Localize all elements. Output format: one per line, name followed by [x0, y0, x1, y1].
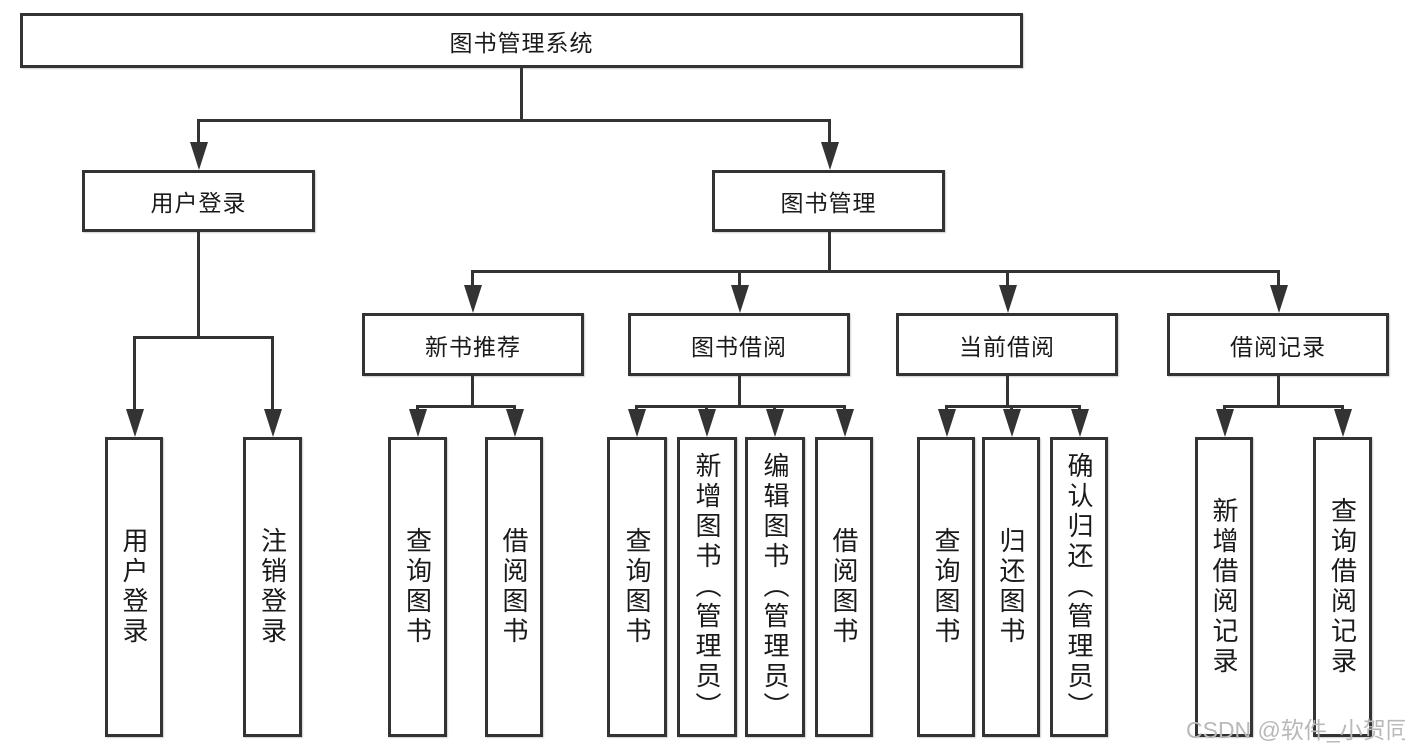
leaf-currentborrow-return-book: 归还图书	[982, 437, 1040, 737]
leaf-currentborrow-confirm-return-admin: 确认归还（管理员）	[1050, 437, 1108, 737]
connector-arrow-stem	[271, 336, 274, 412]
arrow-down-icon	[264, 409, 282, 437]
arrow-down-icon	[409, 409, 427, 437]
leaf-bookborrow-add-book-admin: 新增图书（管理员）	[677, 437, 737, 737]
arrow-down-icon	[628, 409, 646, 437]
connector-root-stem	[520, 68, 523, 120]
arrow-down-icon	[126, 409, 144, 437]
leaf-logout-label: 注销登录	[257, 527, 288, 647]
node-new-book-recommend: 新书推荐	[362, 313, 584, 376]
node-book-management: 图书管理	[712, 170, 945, 232]
node-root: 图书管理系统	[20, 13, 1023, 68]
leaf-logout: 注销登录	[243, 437, 302, 737]
leaf-bookborrow-borrow-book-label: 借阅图书	[829, 527, 859, 647]
leaf-newbook-borrow-book-label: 借阅图书	[499, 527, 529, 647]
arrow-down-icon	[1334, 409, 1352, 437]
connector-userlogin-stem	[197, 232, 200, 338]
connector-borrowrecord-stem	[1277, 376, 1280, 407]
leaf-newbook-query-book-label: 查询图书	[402, 527, 433, 647]
leaf-newbook-query-book: 查询图书	[388, 437, 447, 737]
connector-level2-rail	[197, 119, 831, 122]
arrow-down-icon	[1003, 409, 1021, 437]
arrow-down-icon	[999, 285, 1017, 313]
connector-arrow-stem	[828, 119, 831, 144]
arrow-down-icon	[766, 409, 784, 437]
connector-userlogin-rail	[133, 336, 274, 339]
arrow-down-icon	[464, 285, 482, 313]
leaf-user-login-label: 用户登录	[119, 527, 149, 647]
node-book-borrow-label: 图书借阅	[691, 333, 787, 360]
leaf-record-add-borrow-record-label: 新增借阅记录	[1209, 497, 1239, 677]
connector-borrowrecord-rail	[1223, 405, 1344, 408]
connector-currentborrow-rail	[945, 405, 1081, 408]
connector-arrow-stem	[738, 270, 741, 288]
arrow-down-icon	[731, 285, 749, 313]
connector-bookborrow-stem	[738, 376, 741, 407]
leaf-currentborrow-query-book-label: 查询图书	[931, 527, 961, 647]
arrow-down-icon	[506, 409, 524, 437]
node-user-login: 用户登录	[82, 170, 315, 232]
leaf-bookborrow-add-book-admin-label: 新增图书（管理员）	[692, 452, 722, 722]
connector-arrow-stem	[1006, 270, 1009, 288]
leaf-currentborrow-confirm-return-admin-label: 确认归还（管理员）	[1064, 452, 1094, 722]
connector-bookmgmt-stem	[828, 232, 831, 272]
node-current-borrow: 当前借阅	[896, 313, 1118, 376]
arrow-down-icon	[190, 142, 208, 170]
leaf-bookborrow-query-book-label: 查询图书	[622, 527, 652, 647]
connector-newbook-stem	[471, 376, 474, 407]
leaf-bookborrow-query-book: 查询图书	[607, 437, 667, 737]
connector-level3-rail	[471, 270, 1280, 273]
node-new-book-recommend-label: 新书推荐	[425, 333, 521, 360]
leaf-newbook-borrow-book: 借阅图书	[485, 437, 543, 737]
arrow-down-icon	[698, 409, 716, 437]
connector-arrow-stem	[197, 119, 200, 144]
arrow-down-icon	[1270, 285, 1288, 313]
leaf-bookborrow-edit-book-admin: 编辑图书（管理员）	[745, 437, 805, 737]
arrow-down-icon	[938, 409, 956, 437]
leaf-record-query-borrow-record-label: 查询借阅记录	[1327, 497, 1358, 677]
node-book-management-label: 图书管理	[780, 190, 877, 216]
arrow-down-icon	[1071, 409, 1089, 437]
node-borrow-record: 借阅记录	[1167, 313, 1389, 376]
leaf-currentborrow-query-book: 查询图书	[917, 437, 975, 737]
arrow-down-icon	[1216, 409, 1234, 437]
leaf-record-query-borrow-record: 查询借阅记录	[1313, 437, 1372, 737]
leaf-user-login: 用户登录	[105, 437, 163, 737]
connector-bookborrow-rail	[635, 405, 846, 408]
node-book-borrow: 图书借阅	[628, 313, 850, 376]
leaf-record-add-borrow-record: 新增借阅记录	[1195, 437, 1253, 737]
node-borrow-record-label: 借阅记录	[1230, 333, 1326, 360]
leaf-bookborrow-edit-book-admin-label: 编辑图书（管理员）	[760, 452, 790, 722]
leaf-currentborrow-return-book-label: 归还图书	[996, 527, 1026, 647]
connector-currentborrow-stem	[1006, 376, 1009, 407]
leaf-bookborrow-borrow-book: 借阅图书	[815, 437, 873, 737]
node-root-label: 图书管理系统	[449, 29, 594, 56]
node-current-borrow-label: 当前借阅	[959, 333, 1055, 360]
connector-arrow-stem	[471, 270, 474, 288]
connector-arrow-stem	[1277, 270, 1280, 288]
arrow-down-icon	[821, 142, 839, 170]
connector-arrow-stem	[133, 336, 136, 412]
connector-newbook-rail	[416, 405, 516, 408]
node-user-login-label: 用户登录	[150, 190, 247, 216]
arrow-down-icon	[836, 409, 854, 437]
csdn-watermark: CSDN @软件_小贺同学	[1186, 717, 1405, 743]
